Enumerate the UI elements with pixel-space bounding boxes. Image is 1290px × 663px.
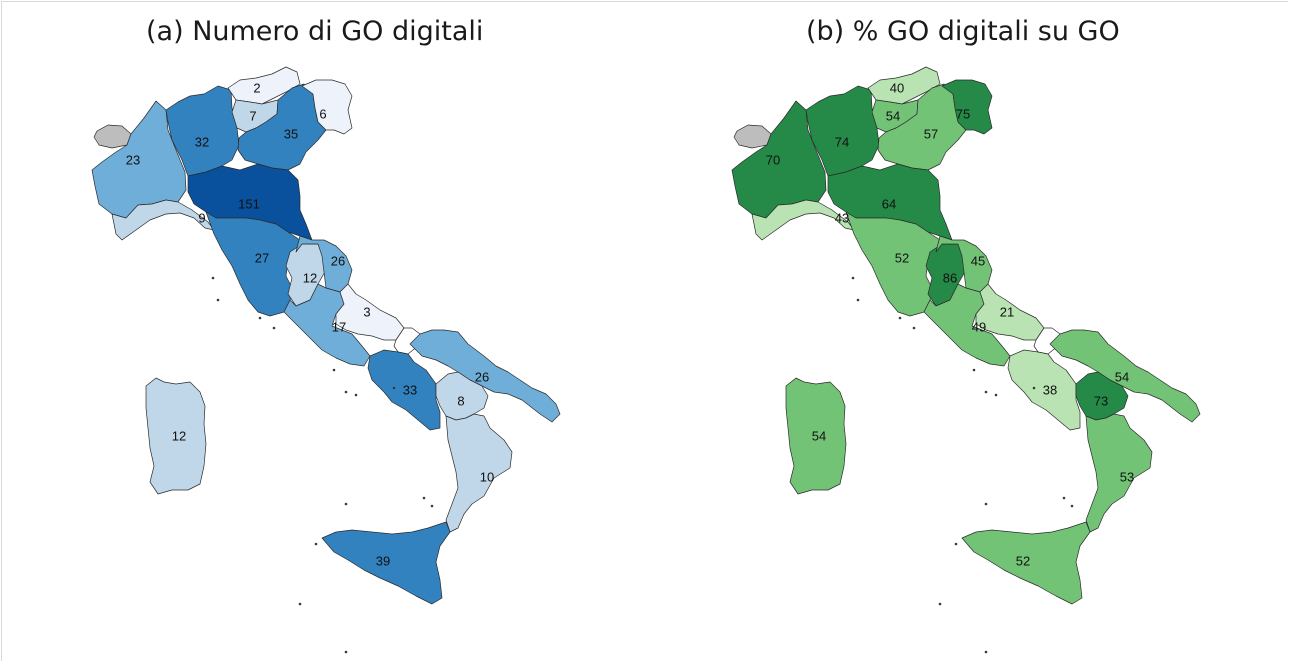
map-b-label-toscana: 52 (895, 250, 909, 265)
map-b-island-speck (994, 393, 998, 397)
map-b-island-speck (938, 602, 942, 606)
map-a-label-basilicata: 8 (457, 393, 464, 408)
map-a-label-bolzano: 2 (253, 80, 260, 95)
map-b-region-sardegna (785, 377, 847, 495)
map-b-island-speck (984, 650, 988, 654)
map-a-island-speck (332, 368, 336, 372)
map-a-label-abruzzo: 3 (363, 304, 370, 319)
map-b-label-calabria: 53 (1120, 469, 1134, 484)
map-a-region-friuli (301, 79, 353, 135)
map-b-island-speck (984, 390, 988, 394)
map-b-island-speck (1032, 386, 1036, 390)
map-b-region-basilicata (1075, 371, 1129, 421)
map-b-region-lazio (923, 283, 1011, 367)
map-a-region-sicilia (321, 521, 451, 605)
map-a-label-trento: 7 (249, 108, 256, 123)
map-b: 70 74 40 54 57 75 43 64 52 86 45 49 21 38 54 73 53 52 54 (731, 66, 1201, 654)
map-b-island-speck (984, 502, 988, 506)
map-a-label-toscana: 27 (255, 250, 269, 265)
map-a-label-calabria: 10 (480, 469, 494, 484)
map-b-island-speck (972, 368, 976, 372)
map-b-label-lombardia: 74 (835, 134, 849, 149)
map-a-island-speck (298, 602, 302, 606)
map-a-label-friuli: 6 (319, 106, 326, 121)
map-a-island-speck (354, 393, 358, 397)
map-b-label-campania: 38 (1043, 382, 1057, 397)
map-b-label-veneto: 57 (924, 126, 938, 141)
map-b-island-speck (954, 542, 958, 546)
map-b-label-friuli: 75 (956, 106, 970, 121)
map-a-island-speck (211, 276, 215, 280)
map-b-label-emilia: 64 (882, 196, 896, 211)
map-b-label-liguria: 43 (835, 210, 849, 225)
map-a-label-sicilia: 39 (376, 553, 390, 568)
map-b-island-speck (1062, 496, 1066, 500)
map-a-region-lazio (283, 283, 371, 367)
map-a-region-abruzzo (335, 283, 405, 341)
map-b-label-marche: 45 (971, 253, 985, 268)
map-a-label-sardegna: 12 (172, 428, 186, 443)
map-b-label-bolzano: 40 (890, 80, 904, 95)
map-b-island-speck (1070, 504, 1074, 508)
map-a-label-campania: 33 (403, 382, 417, 397)
map-a-island-speck (392, 386, 396, 390)
map-a-label-emilia: 151 (238, 196, 260, 211)
map-a-region-campania (367, 349, 441, 431)
map-b-label-lazio: 49 (972, 319, 986, 334)
map-b-label-sicilia: 52 (1016, 553, 1030, 568)
map-b-island-speck (851, 276, 855, 280)
map-a-island-speck (314, 542, 318, 546)
map-a-label-veneto: 35 (284, 126, 298, 141)
map-a-island-speck (344, 390, 348, 394)
map-a-label-marche: 26 (331, 253, 345, 268)
map-b-label-trento: 54 (886, 108, 900, 123)
map-a-island-speck (272, 326, 276, 330)
map-b-island-speck (898, 316, 902, 320)
map-a-region-basilicata (435, 371, 489, 421)
map-b-island-speck (912, 326, 916, 330)
map-b-label-puglia: 54 (1115, 369, 1129, 384)
map-b-label-sardegna: 54 (812, 428, 826, 443)
map-a-label-piemonte: 23 (126, 152, 140, 167)
map-b-label-umbria: 86 (943, 270, 957, 285)
map-b-region-sicilia (961, 521, 1091, 605)
map-a-label-umbria: 12 (303, 270, 317, 285)
map-a-region-sardegna (145, 377, 207, 495)
map-b-region-toscana (845, 211, 941, 317)
map-a-label-liguria: 9 (198, 210, 205, 225)
map-a-region-vda (93, 124, 132, 149)
map-a-label-lombardia: 32 (195, 134, 209, 149)
panel-b-title: (b) % GO digitali su GO (806, 16, 1120, 47)
map-a-region-liguria (111, 199, 215, 241)
map-a-label-puglia: 26 (475, 369, 489, 384)
map-b-region-vda (733, 124, 772, 149)
map-a-label-lazio: 17 (332, 319, 346, 334)
map-b-region-liguria (751, 199, 855, 241)
map-b-label-abruzzo: 21 (1000, 304, 1014, 319)
map-a-island-speck (430, 504, 434, 508)
map-a-region-toscana (205, 211, 301, 317)
map-b-island-speck (856, 298, 860, 302)
map-a-island-speck (216, 298, 220, 302)
map-b-label-basilicata: 73 (1094, 393, 1108, 408)
map-a-island-speck (344, 650, 348, 654)
map-a-region-calabria (445, 413, 513, 533)
map-b-region-friuli (941, 79, 993, 135)
map-b-region-campania (1007, 349, 1081, 431)
map-a-island-speck (344, 502, 348, 506)
panel-a-title: (a) Numero di GO digitali (146, 16, 484, 47)
map-b-region-calabria (1085, 413, 1153, 533)
map-a-island-speck (422, 496, 426, 500)
map-b-region-abruzzo (975, 283, 1045, 341)
map-b-label-piemonte: 70 (766, 152, 780, 167)
map-a-island-speck (258, 316, 262, 320)
